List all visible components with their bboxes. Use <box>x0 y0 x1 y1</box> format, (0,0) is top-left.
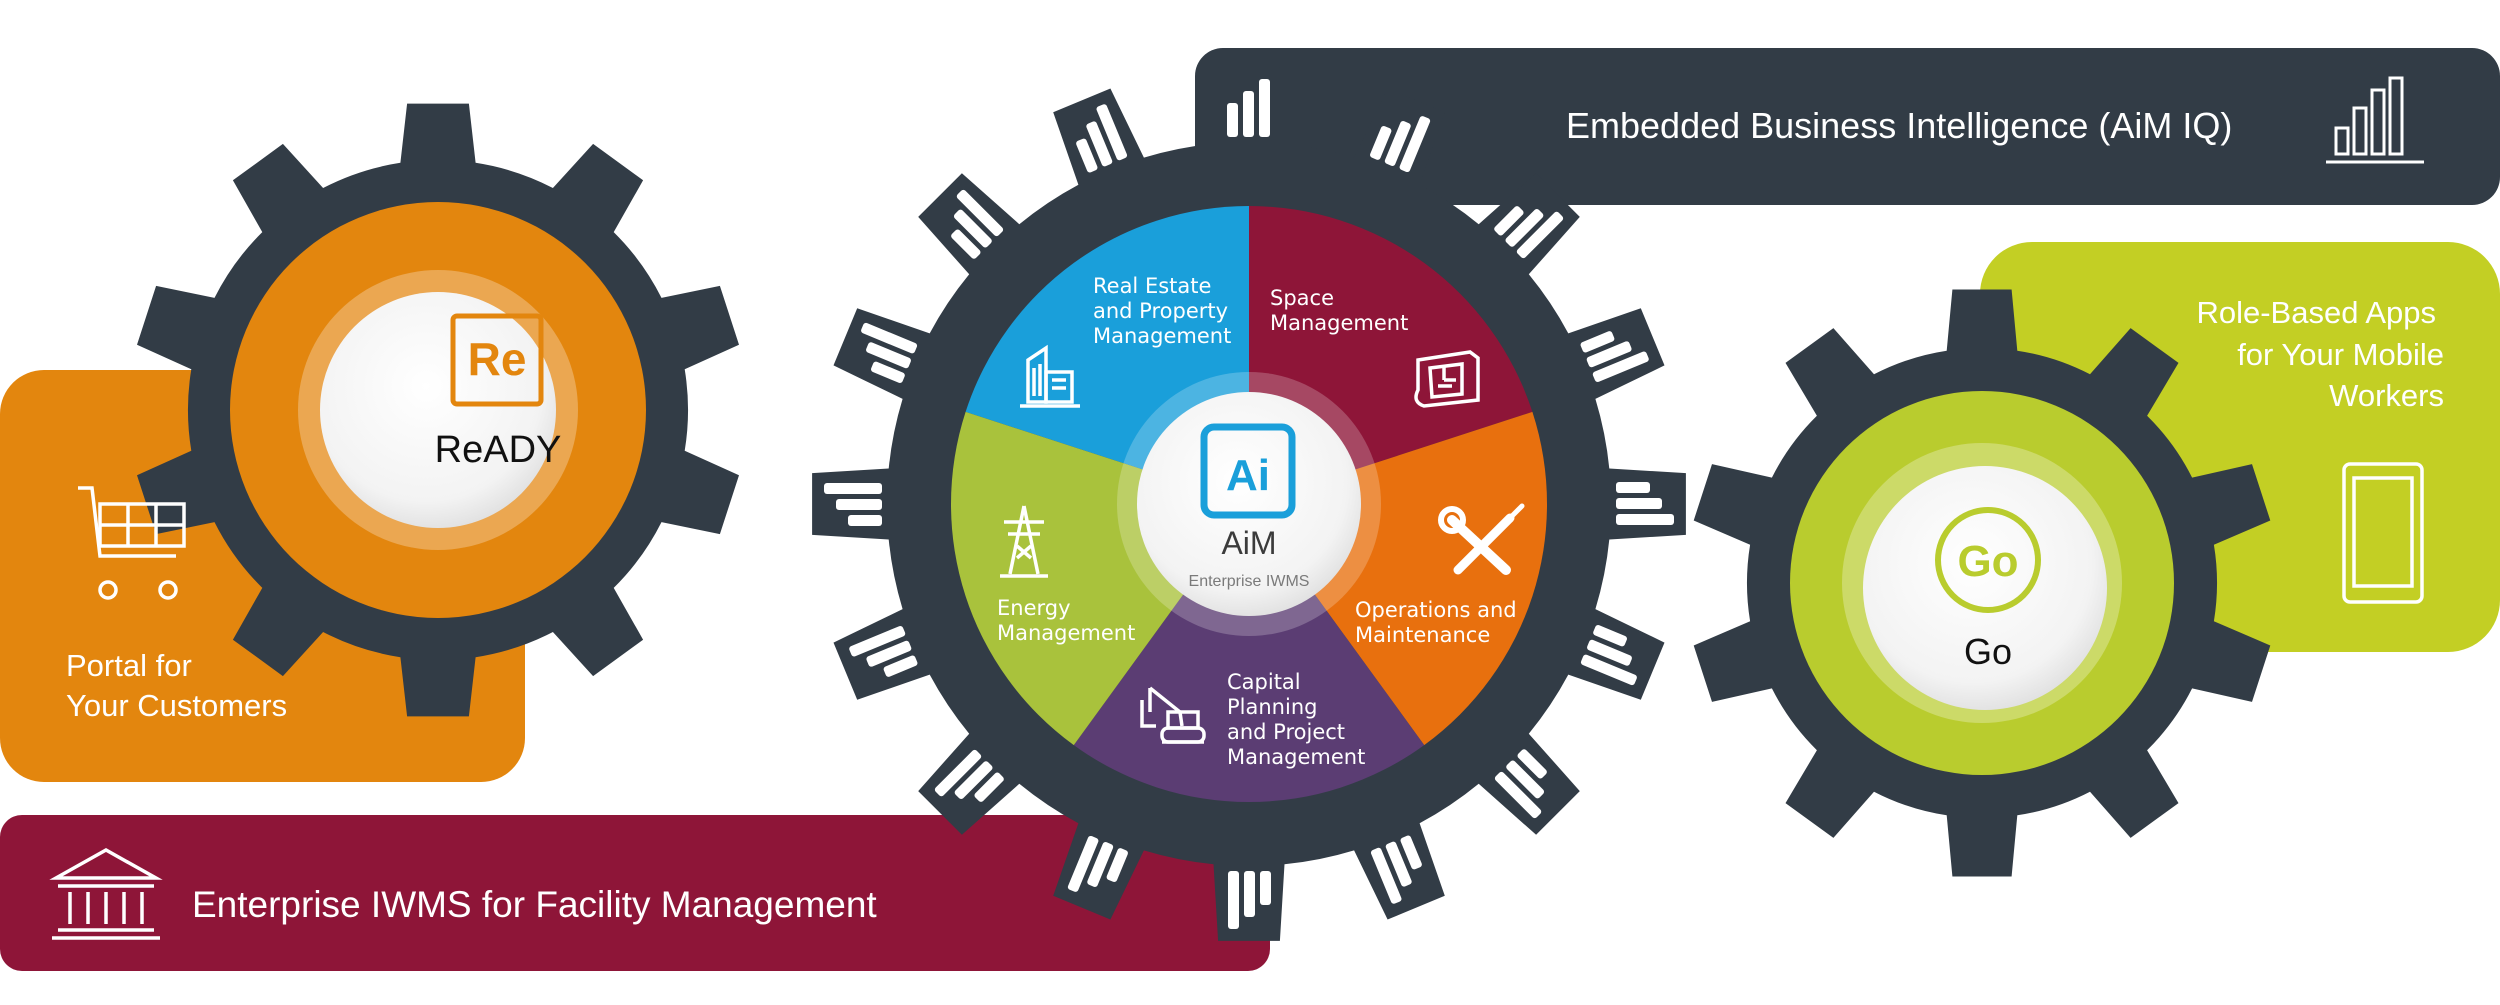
aim-sublabel: Enterprise IWMS <box>1189 573 1310 590</box>
gear-tooth-mark <box>824 483 882 526</box>
gear-tooth-mark <box>1370 116 1431 173</box>
mobile-panel-line: for Your Mobile <box>2237 337 2444 372</box>
office-building-icon <box>1020 344 1080 408</box>
gear-tooth-mark <box>1067 835 1128 892</box>
segment-operations-label: Operations and Maintenance <box>1355 598 1517 647</box>
segment-real-estate-line: and Property <box>1093 299 1228 323</box>
bi-panel <box>1195 48 2500 205</box>
go-label: Go <box>1964 631 2012 672</box>
gear-tooth-mark <box>1494 206 1564 259</box>
segment-space-line: Management <box>1270 311 1408 335</box>
gear-tooth-mark <box>1228 871 1271 929</box>
segment-operations-line: Maintenance <box>1355 623 1490 647</box>
gear-tooth-mark <box>1227 79 1270 137</box>
segment-operations-line: Operations and <box>1355 598 1517 622</box>
floor-plan-icon <box>1414 350 1480 408</box>
segment-energy-line: Management <box>997 621 1135 645</box>
segment-capital-line: Capital <box>1227 670 1301 694</box>
aim-label: AiM <box>1221 525 1276 561</box>
wrench-screwdriver-icon <box>1438 503 1525 575</box>
segment-capital-line: Planning <box>1227 695 1317 719</box>
segment-space-label: Space Management <box>1270 286 1408 335</box>
portal-panel-line: Your Customers <box>66 688 287 723</box>
go-badge-circle <box>1935 507 2041 613</box>
segment-energy-label: Energy Management <box>997 596 1135 645</box>
gear-tooth-mark <box>861 322 918 383</box>
aim-gear-tooth-marks <box>824 79 1674 929</box>
segment-capital-line: Management <box>1227 745 1365 769</box>
go-hub: Go Go <box>1790 391 2174 775</box>
ready-label: ReADY <box>435 429 562 471</box>
crane-icon <box>1140 686 1206 744</box>
mobile-panel-line: Role-Based Apps <box>2196 295 2436 330</box>
gear-tooth-mark <box>1370 835 1422 904</box>
ready-badge-text: Re <box>468 333 527 385</box>
gear-tooth-mark <box>934 749 1004 802</box>
building-columns-icon <box>49 847 163 940</box>
gear-tooth-mark <box>1580 625 1637 686</box>
segment-capital[interactable] <box>1073 504 1425 803</box>
gear-tooth-mark <box>1076 104 1128 173</box>
segment-capital-line: and Project <box>1227 720 1345 744</box>
ready-hub: Re ReADY <box>230 202 646 618</box>
iwms-panel-label: Enterprise IWMS for Facility Management <box>192 884 877 925</box>
segment-energy-line: Energy <box>997 596 1071 620</box>
mobile-device-icon <box>2342 462 2424 604</box>
segment-real-estate-label: Real Estate and Property Management <box>1093 274 1231 348</box>
segment-real-estate-line: Management <box>1093 324 1231 348</box>
bar-chart-icon <box>2326 76 2424 164</box>
aim-hub: Ai AiM Enterprise IWMS <box>1117 372 1381 636</box>
gear-tooth-mark <box>849 625 918 677</box>
bi-panel-label: Embedded Business Intelligence (AiM IQ) <box>1566 105 2232 146</box>
segment-real-estate-line: Real Estate <box>1093 274 1211 298</box>
segment-capital-label: Capital Planning and Project Management <box>1227 670 1365 769</box>
go-badge-text: Go <box>1957 537 2018 586</box>
gear-tooth-mark <box>1494 749 1547 819</box>
iwms-panel <box>0 815 1270 971</box>
shopping-cart-icon <box>78 486 186 600</box>
ready-badge-frame <box>450 313 544 407</box>
portal-panel-line: Portal for <box>66 648 192 683</box>
mobile-panel-line: Workers <box>2329 378 2444 413</box>
power-tower-icon <box>1000 505 1048 578</box>
gear-tooth-mark <box>951 189 1004 259</box>
segment-space-line: Space <box>1270 286 1334 310</box>
aim-badge-frame <box>1200 423 1296 519</box>
aim-badge-text: Ai <box>1226 451 1270 500</box>
gear-tooth-mark <box>1580 331 1649 383</box>
gear-tooth-mark <box>1616 482 1674 525</box>
